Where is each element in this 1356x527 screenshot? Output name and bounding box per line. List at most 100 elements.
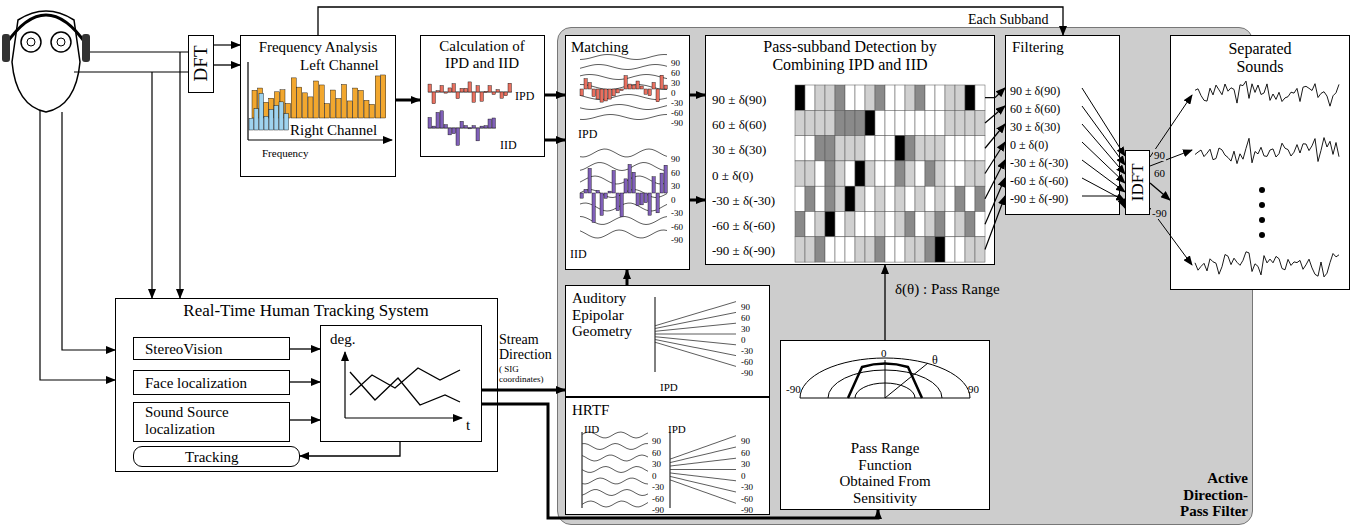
bar (456, 128, 459, 145)
process-box: Pass-subband Detection by Combining IPD … (705, 35, 995, 265)
bar (648, 193, 651, 215)
grid-cell (965, 186, 975, 211)
edge-label: Each Subband (968, 12, 1048, 27)
bar (353, 88, 358, 118)
grid-cell (905, 136, 915, 161)
scale-label: -30 (671, 98, 683, 108)
bar (636, 81, 639, 89)
grid-cell (925, 212, 935, 237)
grid-cell (945, 110, 955, 135)
scale-label: 30 (671, 78, 680, 88)
art-stroke (580, 75, 667, 80)
connector (318, 7, 1063, 35)
box-label: Pass Range Function Obtained From Sensit… (835, 440, 935, 506)
bar (584, 79, 587, 89)
box-label-holder: IPD (660, 377, 678, 395)
box-label-holder: Face localization (145, 374, 247, 392)
bar (381, 75, 386, 118)
scale-label: -90 (741, 368, 753, 378)
art-stroke (1195, 81, 1339, 106)
bar (492, 92, 495, 94)
scale-label: -60 (741, 357, 753, 367)
grid-cell (855, 212, 865, 237)
grid-cell (975, 85, 985, 110)
process-box: Filtering90 ± δ(90)60 ± δ(60)30 ± δ(30)0… (1005, 35, 1120, 215)
bar (370, 104, 375, 118)
box-label-holder: -60 ± δ(-60) (1010, 171, 1068, 189)
scale-label: 90 (1153, 149, 1166, 161)
box-label: Separated Sounds (1210, 40, 1310, 75)
scale-label: -60 (741, 494, 753, 504)
grid-cell (935, 212, 945, 237)
scale-label-holder: 90 (741, 296, 750, 314)
bar (632, 172, 635, 193)
bar (375, 76, 380, 118)
scale-label: -30 (671, 208, 683, 218)
bar (664, 165, 667, 193)
bar (432, 92, 435, 104)
bar (274, 105, 279, 130)
grid-cell (855, 136, 865, 161)
art-stroke (580, 163, 667, 171)
art-stroke (580, 149, 667, 157)
bar (600, 89, 603, 102)
grid-cell (815, 110, 825, 135)
box-label-holder: IPD (578, 124, 597, 142)
bar (336, 98, 341, 118)
grid-cell (865, 237, 875, 262)
box-label-holder: Matching (571, 38, 629, 56)
grid-cell (815, 161, 825, 186)
box-label-holder: θ (932, 350, 938, 368)
grid-cell (955, 237, 965, 262)
grid-cell (805, 85, 815, 110)
connector (290, 348, 320, 349)
scale-label: 60 (741, 448, 750, 458)
box-label-holder: Auditory Epipolar Geometry (572, 290, 652, 340)
grid-cell (925, 237, 935, 262)
bar (468, 82, 471, 92)
bar (436, 91, 439, 92)
art-stroke (985, 160, 1005, 199)
grid-cell (925, 161, 935, 186)
grid-cell (895, 85, 905, 110)
scale-label: 60 (671, 168, 680, 178)
pass-range-curve (848, 364, 922, 399)
connector (300, 442, 400, 456)
box-label: DFT (191, 45, 212, 81)
art-stroke (670, 473, 736, 481)
scale-label-holder: 0 (671, 189, 676, 207)
art-stroke (655, 334, 736, 335)
camera-lens (57, 38, 65, 46)
signal-wire (40, 110, 115, 380)
box-label-holder: 60 ± δ(60) (1010, 99, 1060, 117)
bar (484, 126, 487, 128)
scale-label: 30 (741, 459, 750, 469)
box-label: IID (570, 247, 587, 261)
grid-cell (975, 110, 985, 135)
art-stroke (582, 432, 648, 438)
grid-cell (805, 186, 815, 211)
bar (632, 85, 635, 89)
box-label-holder: StereoVision (145, 340, 222, 358)
camera-lens (27, 38, 35, 46)
art-stroke (1082, 178, 1125, 201)
box-label: Sound Source localization (145, 404, 285, 437)
grid-cell (895, 237, 905, 262)
bar (652, 177, 655, 193)
box-label: Calculation of IPD and IID (430, 38, 534, 71)
grid-cell (905, 85, 915, 110)
box-label-holder: Real-Time Human Tracking System (183, 302, 428, 321)
bar (588, 83, 591, 89)
grid-cell (945, 186, 955, 211)
grid-cell (875, 161, 885, 186)
art-stroke (580, 105, 667, 110)
scale-label-holder: 60 (671, 162, 680, 180)
bar (628, 84, 631, 89)
bar (612, 89, 615, 96)
ellipsis-dot (1259, 232, 1265, 238)
art-stroke (800, 398, 970, 399)
bar (656, 89, 659, 102)
process-box: Separated Sounds (1170, 35, 1350, 290)
grid-cell (945, 161, 955, 186)
scale-label: 0 (671, 88, 676, 98)
